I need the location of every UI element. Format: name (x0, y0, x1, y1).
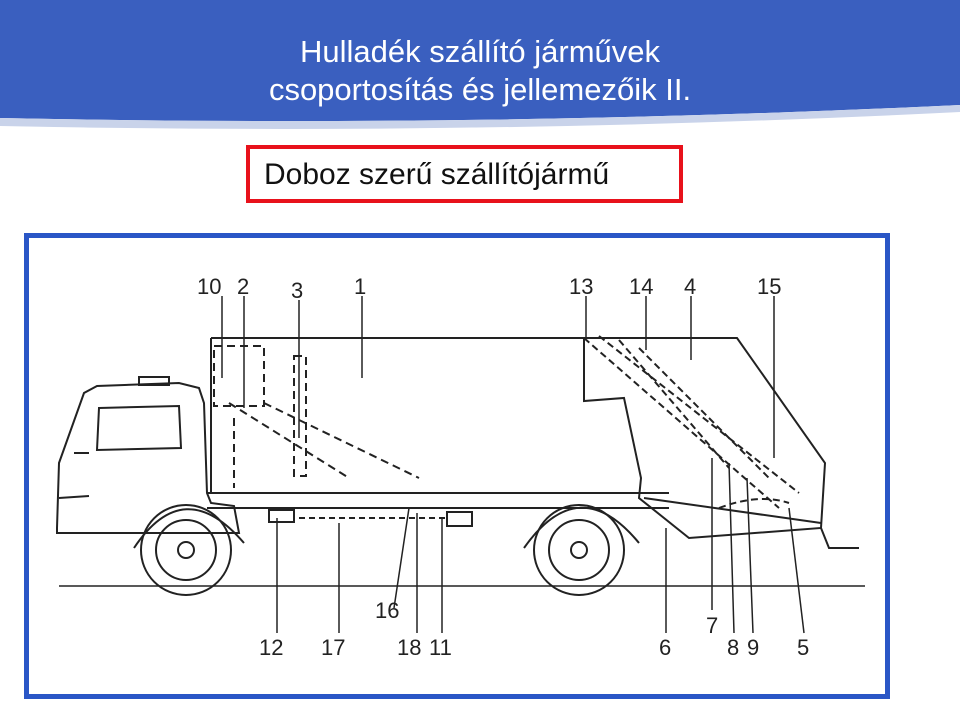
label-14: 14 (629, 274, 653, 299)
compaction-mechanism (583, 335, 800, 509)
label-12: 12 (259, 635, 283, 660)
label-16: 16 (375, 598, 399, 623)
label-17: 17 (321, 635, 345, 660)
slide-title-line1: Hulladék szállító járművek (299, 34, 661, 69)
subtitle-box: Doboz szerű szállítójármű (246, 145, 683, 203)
label-10: 10 (197, 274, 221, 299)
label-3: 3 (291, 278, 303, 303)
hook-arms (213, 345, 420, 488)
label-7: 7 (706, 613, 718, 638)
rear-wheel (523, 504, 640, 596)
slide-title-line2: csoportosítás és jellemezőik II. (268, 72, 692, 107)
label-1: 1 (354, 274, 366, 299)
label-8: 8 (727, 635, 739, 660)
label-2: 2 (237, 274, 249, 299)
label-5: 5 (797, 635, 809, 660)
header-band (0, 0, 960, 129)
label-4: 4 (684, 274, 696, 299)
label-6: 6 (659, 635, 671, 660)
label-11: 11 (429, 635, 452, 660)
truck-cab (56, 376, 241, 534)
subtitle-text: Doboz szerű szállítójármű (264, 158, 610, 191)
truck-diagram: 10 2 3 1 13 14 4 15 16 12 17 18 11 6 7 8… (56, 274, 865, 660)
label-13: 13 (569, 274, 593, 299)
front-wheel (133, 504, 245, 596)
container-box (210, 337, 859, 549)
label-9: 9 (747, 635, 759, 660)
label-18: 18 (397, 635, 421, 660)
bottom-labels: 16 12 17 18 11 6 7 8 9 5 (259, 598, 809, 660)
leader-lines (221, 296, 805, 634)
diagram-frame: 10 2 3 1 13 14 4 15 16 12 17 18 11 6 7 8… (24, 233, 890, 699)
top-labels: 10 2 3 1 13 14 4 15 (197, 274, 781, 303)
label-15: 15 (757, 274, 781, 299)
